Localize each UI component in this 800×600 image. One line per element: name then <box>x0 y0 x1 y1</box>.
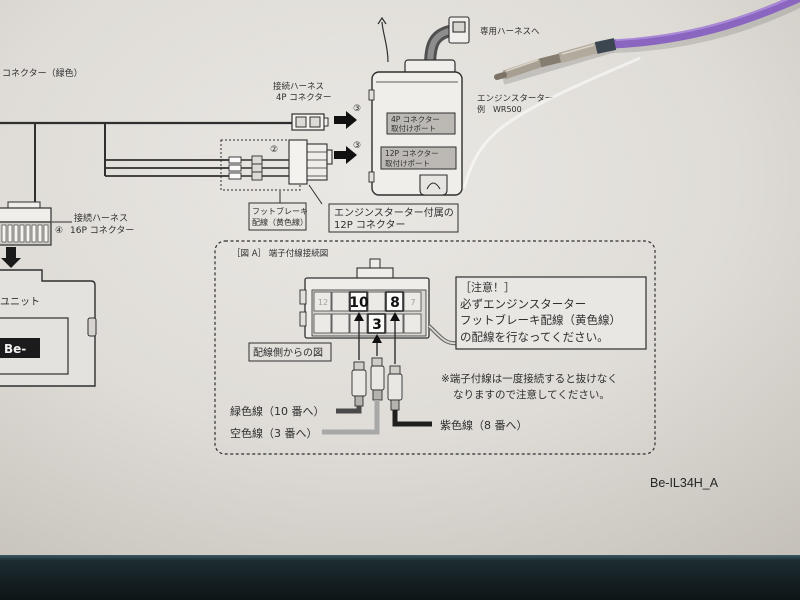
purple-wire-label: 紫色線（8 番へ） <box>440 418 528 432</box>
harness-4p-label-line2: 4P コネクター <box>276 93 331 103</box>
green-connector-label: コネクター（緑色） <box>2 67 83 79</box>
caution-heading: ［注意！］ <box>460 280 515 294</box>
port-12p-label-line2: 取付けポート <box>385 158 430 168</box>
step-marker-2: ② <box>270 145 278 155</box>
caution-box <box>455 276 647 350</box>
harness-16p-label-line1: 接続ハーネス <box>74 212 128 224</box>
control-unit: Be- <box>0 269 97 387</box>
purple-wire <box>392 410 432 427</box>
wire-bundle-12p <box>105 159 229 177</box>
pin-number-8: 8 <box>390 295 400 311</box>
figure-a-title: ［図 A］ 端子付線接続図 <box>232 248 328 259</box>
starter-label-line1: エンジンスターター <box>477 94 553 104</box>
footnote-line: なりますので注意してください。 <box>453 388 610 401</box>
sky-wire-label: 空色線（3 番へ） <box>230 426 318 440</box>
green-wire <box>336 406 362 414</box>
step-marker-3-lower: ③ <box>353 141 361 151</box>
port-12p-label-line1: 12P コネクター <box>385 149 439 158</box>
dedicated-harness-connector <box>448 16 470 44</box>
up-arrow-icon <box>354 312 364 321</box>
step-marker-3-upper: ③ <box>353 104 361 114</box>
pin-number-10: 10 <box>349 295 369 311</box>
up-arrow-icon <box>372 334 382 343</box>
terminal-green <box>351 361 367 407</box>
purple-cable <box>607 0 800 49</box>
connector-16p <box>0 201 52 246</box>
view-label-box <box>248 342 332 362</box>
caution-line: 必ずエンジンスターター <box>460 297 586 311</box>
port-4p-label-line1: 4P コネクター <box>391 115 440 124</box>
foot-brake-label-line2: 配線（黄色線） <box>252 217 308 227</box>
connector-12p-face <box>299 258 430 339</box>
starter-12p-label-line2: 12P コネクター <box>334 219 406 231</box>
connector-4p <box>291 113 329 131</box>
foot-brake-label-line1: フットブレーキ <box>252 206 308 216</box>
port-4p-label-line2: 取付けポート <box>391 123 436 133</box>
foot-brake-callout <box>248 202 307 231</box>
caution-line: の配線を行なってください。 <box>460 330 609 344</box>
starter-12p-callout <box>328 203 459 233</box>
clear-tube-wire <box>462 56 641 189</box>
inline-terminals <box>228 155 290 181</box>
pin-number: 7 <box>410 298 415 307</box>
port-4p-plate <box>386 112 456 135</box>
starter-label-line2: 例 WR500 <box>477 104 522 114</box>
harness-dest-label: 専用ハーネスへ <box>480 26 540 37</box>
figure-a-frame <box>214 240 656 455</box>
down-arrow-icon <box>1 247 21 268</box>
insertion-arrows <box>354 312 400 364</box>
loose-terminal-wire <box>462 0 800 189</box>
unit-label: ユニット <box>0 297 40 308</box>
overview-diagram: コネクター（緑色） 接続ハーネス ④ 16P コネクター <box>0 16 553 387</box>
harness-16p-label-line2: 16P コネクター <box>70 225 134 236</box>
engine-starter-unit: 4P コネクター 取付けポート 12P コネクター 取付けポート <box>368 16 470 196</box>
leader-line-starter-12p <box>308 184 323 205</box>
view-label: 配線側からの図 <box>253 346 323 359</box>
table-surface <box>0 555 800 600</box>
pin-number: 12 <box>318 298 328 307</box>
right-arrow-icon <box>334 111 357 129</box>
terminal-purple <box>387 365 403 411</box>
up-arrow-icon <box>390 312 400 321</box>
green-wire-label: 緑色線（10 番へ） <box>230 404 325 418</box>
terminal-sky <box>370 357 385 401</box>
connector-12p <box>288 139 333 185</box>
port-12p-plate <box>380 146 457 170</box>
right-arrow-icon <box>334 146 357 164</box>
harness-4p-label-line1: 接続ハーネス <box>273 81 324 92</box>
footnote-line: ※端子付線は一度接続すると抜けなく <box>441 372 618 385</box>
unit-badge: Be- <box>4 342 26 356</box>
step-marker-4: ④ <box>55 226 63 236</box>
figure-a: ［図 A］ 端子付線接続図 12 10 8 <box>214 240 656 455</box>
sky-wire <box>322 400 380 435</box>
pin-number-3: 3 <box>372 317 382 333</box>
starter-12p-label-line1: エンジンスターター付属の <box>334 206 454 219</box>
document-code: Be-IL34H_A <box>650 476 719 490</box>
caution-line: フットブレーキ配線（黄色線） <box>460 313 621 327</box>
thin-lead-wire <box>377 16 389 63</box>
crimp-terminal <box>594 38 617 54</box>
